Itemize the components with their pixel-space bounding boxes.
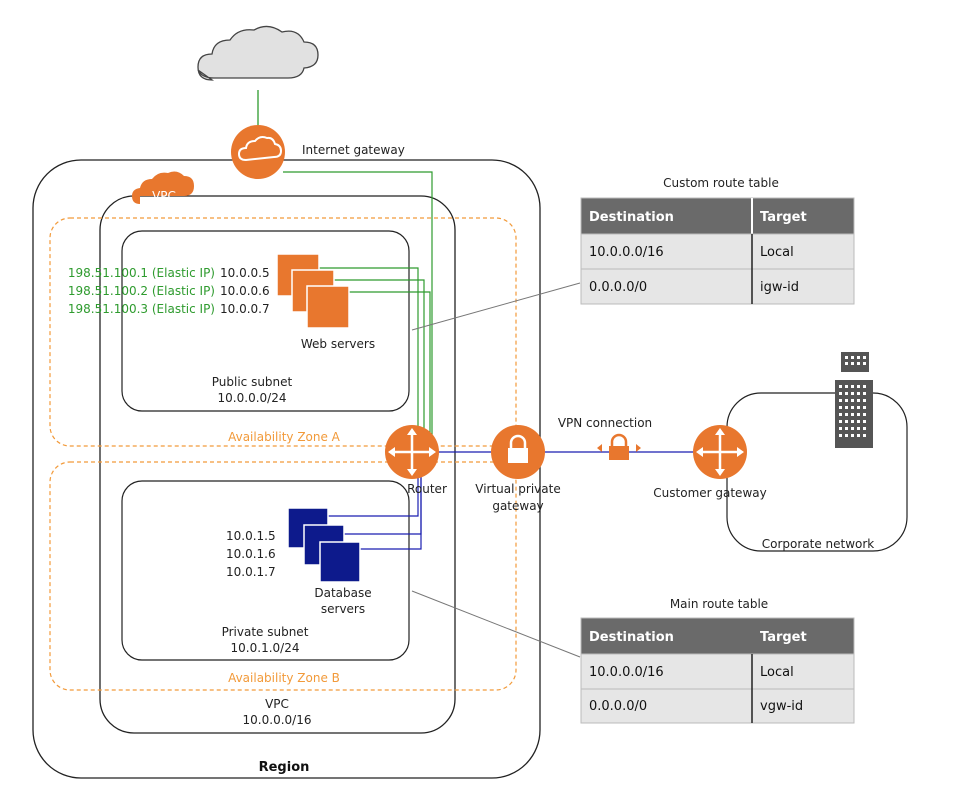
main-table-header-target: Target [760, 630, 807, 645]
db-ip-3: 10.0.1.7 [226, 565, 276, 579]
main-table-header-destination: Destination [589, 630, 674, 645]
database-server-icon [287, 507, 361, 583]
public-subnet-box [121, 230, 410, 412]
custom-route-table-title: Custom route table [663, 176, 779, 190]
availability-zone-a [49, 217, 517, 447]
database-ip-list: 10.0.1.5 10.0.1.6 10.0.1.7 [226, 529, 276, 579]
vpg-label-2: gateway [492, 499, 543, 513]
main-route-table-title: Main route table [670, 597, 768, 611]
db-ip-2: 10.0.1.6 [226, 547, 276, 561]
main-table-row1-destination: 10.0.0.0/16 [589, 665, 664, 680]
database-links [305, 476, 422, 550]
web-server-links [283, 171, 433, 452]
elastic-ip-2: 198.51.100.2 (Elastic IP) [68, 284, 215, 298]
main-table-row2-destination: 0.0.0.0/0 [589, 699, 647, 714]
corporate-network-box [726, 392, 908, 552]
custom-table-row2-destination: 0.0.0.0/0 [589, 280, 647, 295]
customer-gateway-icon [693, 425, 747, 479]
az-a-label: Availability Zone A [228, 430, 341, 444]
database-label-1: Database [314, 586, 371, 600]
region-label: Region [259, 760, 310, 775]
corporate-network-label: Corporate network [762, 537, 875, 551]
vpc-cidr: 10.0.0.0/16 [243, 713, 312, 727]
db-ip-1: 10.0.1.5 [226, 529, 276, 543]
public-subnet-cidr: 10.0.0.0/24 [218, 391, 287, 405]
database-label-2: servers [321, 602, 365, 616]
vpc-badge-label: VPC [152, 189, 176, 203]
main-route-callout [411, 590, 581, 658]
public-subnet-label: Public subnet [212, 375, 293, 389]
private-ip-2: 10.0.0.6 [220, 284, 270, 298]
custom-table-row1-destination: 10.0.0.0/16 [589, 245, 664, 260]
web-server-ip-list: 198.51.100.1 (Elastic IP) 10.0.0.5 198.5… [68, 266, 270, 316]
internet-gateway-icon [231, 125, 285, 179]
custom-table-header-destination: Destination [589, 210, 674, 225]
router-label: Router [407, 482, 447, 496]
custom-table-row1-target: Local [760, 245, 794, 260]
elastic-ip-3: 198.51.100.3 (Elastic IP) [68, 302, 215, 316]
custom-route-callout [411, 282, 581, 331]
vpc-cloud-icon [132, 171, 194, 204]
private-subnet-cidr: 10.0.1.0/24 [231, 641, 300, 655]
main-table-row2-target: vgw-id [760, 699, 803, 714]
private-subnet-box [121, 480, 410, 661]
custom-table-row2-target: igw-id [760, 280, 799, 295]
az-b-label: Availability Zone B [228, 671, 340, 685]
region-box [32, 159, 541, 779]
office-building-icon [835, 352, 873, 448]
vpc-label: VPC [265, 697, 289, 711]
web-servers-label: Web servers [301, 337, 375, 351]
customer-gateway-label: Customer gateway [653, 486, 766, 500]
web-server-icon [276, 253, 350, 329]
router-icon [385, 425, 439, 479]
private-ip-1: 10.0.0.5 [220, 266, 270, 280]
main-table-row1-target: Local [760, 665, 794, 680]
vpg-label-1: Virtual private [475, 482, 560, 496]
lock-icon [491, 425, 545, 479]
main-route-table: Main route table Destination Target 10.0… [580, 597, 855, 724]
custom-route-table: Custom route table Destination Target 10… [580, 176, 855, 305]
availability-zone-b [49, 461, 517, 691]
elastic-ip-1: 198.51.100.1 (Elastic IP) [68, 266, 215, 280]
cloud-icon [197, 25, 319, 81]
vpn-connection-label: VPN connection [558, 416, 652, 430]
vpn-lock-icon [597, 433, 641, 460]
custom-table-header-target: Target [760, 210, 807, 225]
vpc-box [99, 195, 456, 734]
internet-gateway-label: Internet gateway [302, 143, 405, 157]
private-subnet-label: Private subnet [222, 625, 309, 639]
private-ip-3: 10.0.0.7 [220, 302, 270, 316]
